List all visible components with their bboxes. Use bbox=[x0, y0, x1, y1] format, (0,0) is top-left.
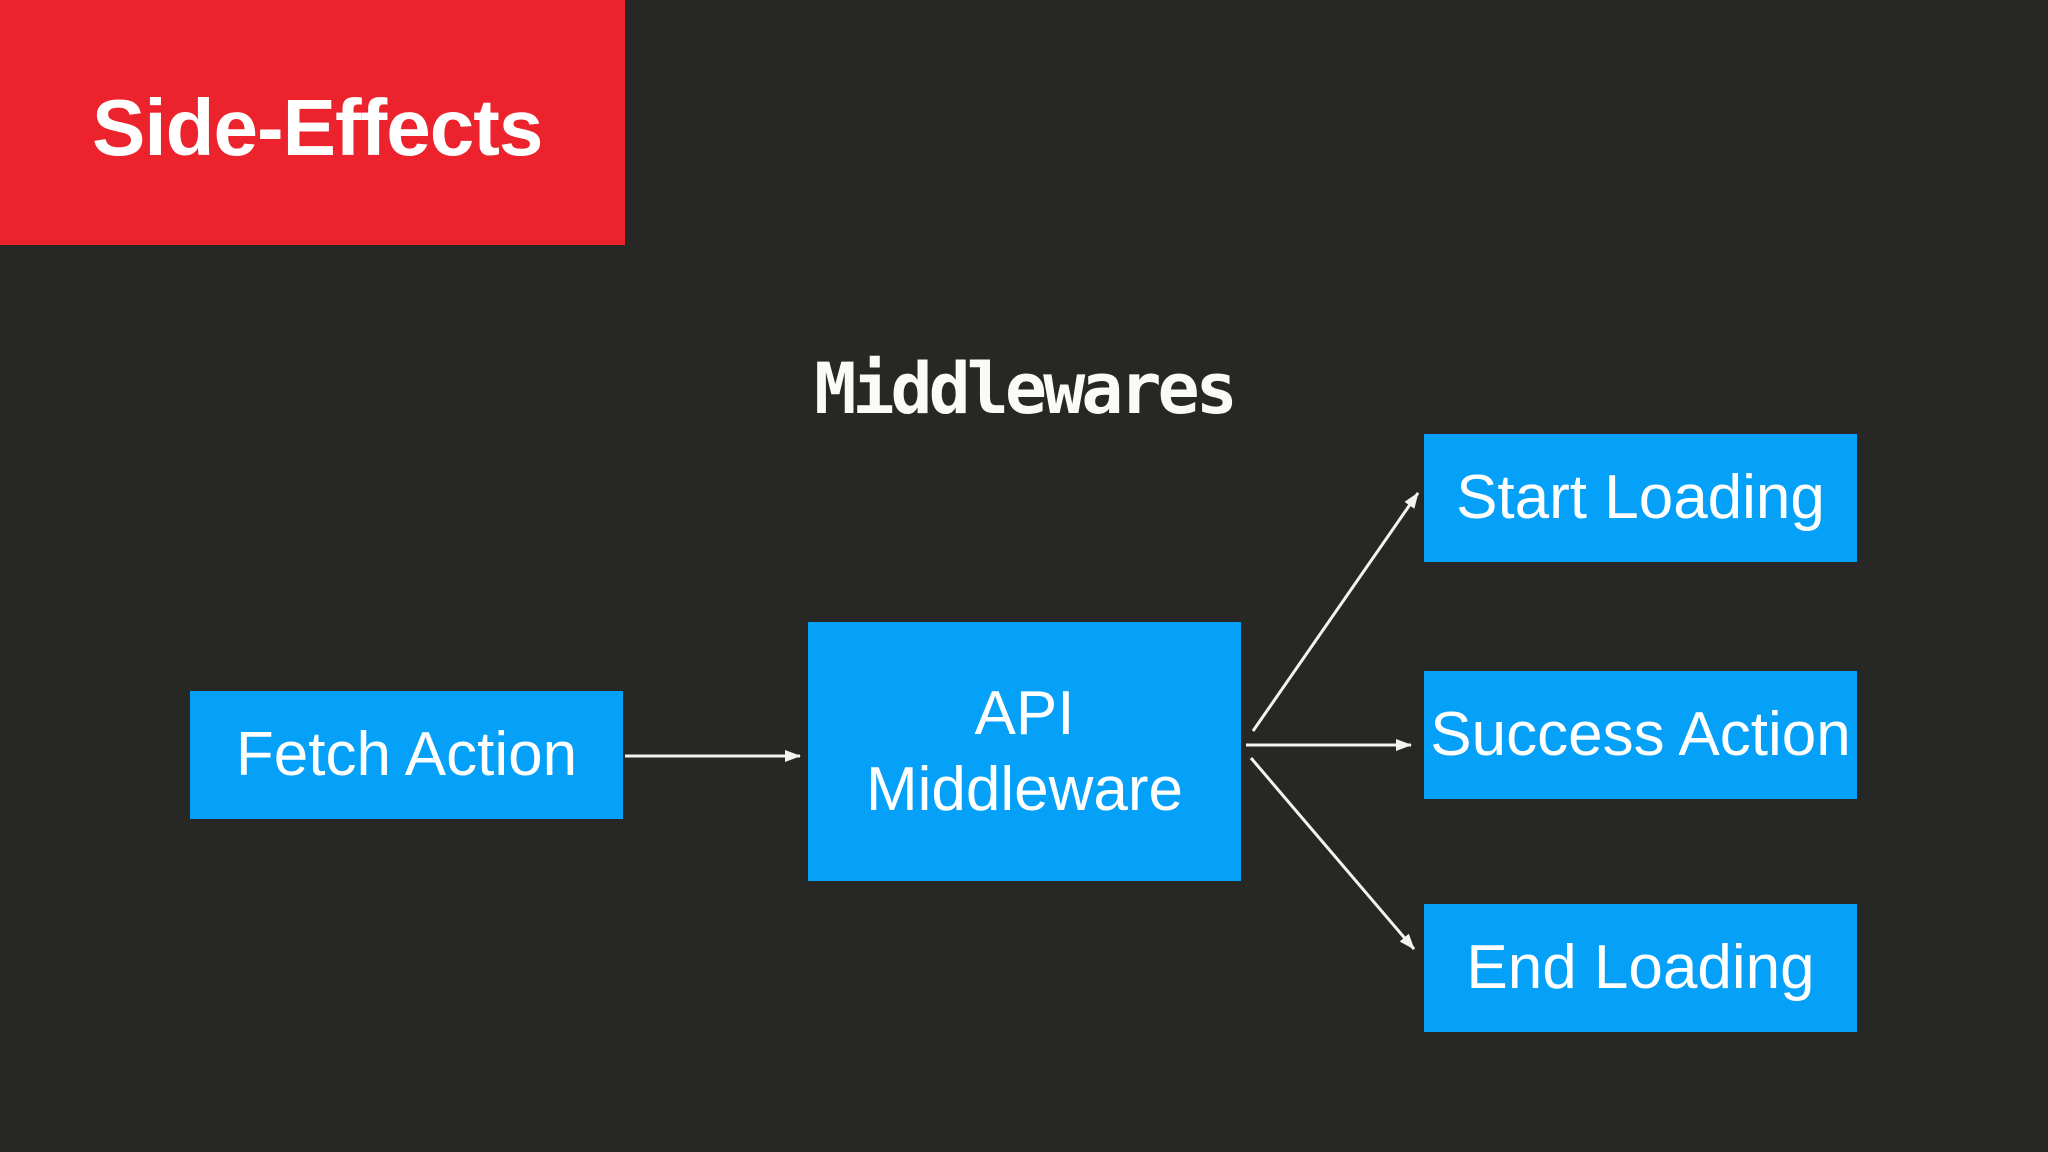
node-end-loading: End Loading bbox=[1424, 904, 1857, 1032]
edge-api-to-start-loading bbox=[1251, 492, 1420, 732]
slide-title: Side-Effects bbox=[92, 82, 543, 172]
node-api-middleware-label-line1: API bbox=[974, 678, 1075, 748]
node-fetch-action-label: Fetch Action bbox=[235, 720, 578, 790]
node-start-loading-label: Start Loading bbox=[1456, 463, 1825, 533]
node-success-action: Success Action bbox=[1424, 671, 1857, 799]
edge-api-to-end-loading bbox=[1249, 757, 1416, 950]
node-api-middleware-label-line2: Middleware bbox=[865, 754, 1184, 824]
node-start-loading: Start Loading bbox=[1424, 434, 1857, 562]
node-fetch-action: Fetch Action bbox=[190, 691, 623, 819]
node-end-loading-label: End Loading bbox=[1466, 933, 1815, 1003]
slide-title-banner: Side-Effects bbox=[0, 0, 625, 245]
node-api-middleware: API Middleware bbox=[808, 622, 1241, 881]
diagram-title: Middlewares bbox=[814, 348, 1238, 430]
node-success-action-label: Success Action bbox=[1430, 700, 1851, 770]
